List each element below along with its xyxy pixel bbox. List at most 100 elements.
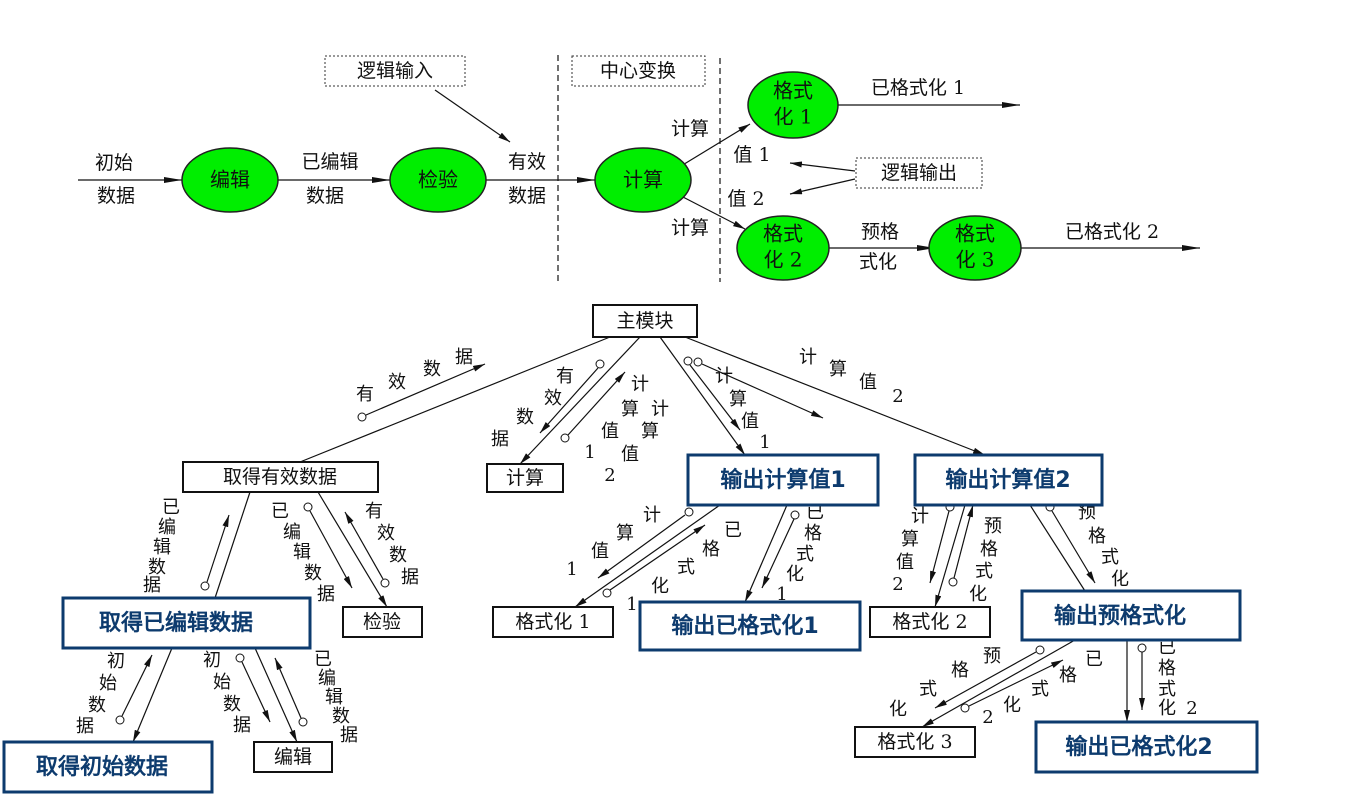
flow-label: 有效 — [508, 151, 546, 173]
call-line — [254, 647, 298, 743]
module-output-value-2 — [913, 453, 1104, 507]
data-flow-diagram: 逻辑输入 中心变换 逻辑输出 编辑 检验 计算 格式 化 1 格式 化 2 格式… — [78, 55, 1200, 282]
flow-label: 已格式化 1 — [871, 77, 965, 99]
flow-label: 值 1 — [733, 144, 770, 166]
data-couple: 有效数据 — [344, 501, 419, 588]
call-line — [659, 336, 746, 456]
module-output-value-1 — [686, 453, 880, 507]
data-couple-label: 有效数据 — [356, 347, 473, 405]
call-line — [299, 336, 611, 463]
call-line — [684, 336, 986, 456]
data-couple-label: 预格式化 — [969, 516, 1002, 605]
flow-label: 初始 — [95, 152, 133, 174]
data-couple-label: 有效数据 — [365, 501, 419, 588]
module-label: 取得初始数据 — [36, 754, 168, 780]
module-edit — [253, 741, 333, 773]
process-check-label: 检验 — [418, 168, 458, 192]
process-format-2 — [736, 215, 830, 281]
module-label: 编辑 — [274, 746, 312, 768]
logic-input-label: 逻辑输入 — [357, 60, 433, 82]
data-couple: 已编辑数据 — [271, 501, 353, 605]
center-transform-box — [571, 55, 706, 87]
module-label: 格式化 3 — [877, 731, 952, 753]
flow-label: 预格 — [861, 221, 899, 243]
data-couple: 有效数据 — [356, 347, 486, 422]
process-edit — [181, 147, 279, 213]
process-calc-label: 计算 — [623, 168, 663, 192]
data-couple: 预格式化 — [1045, 502, 1129, 590]
flow-label: 计算 — [671, 118, 709, 140]
process-format-1-label: 格式 — [773, 79, 813, 103]
logic-output-box — [855, 157, 983, 189]
module-label: 检验 — [363, 611, 401, 633]
process-format-2-label: 格式 — [763, 222, 803, 246]
module-label: 格式化 2 — [892, 611, 967, 633]
call-line — [744, 504, 788, 603]
data-couple-label: 初始数据 — [203, 650, 251, 736]
module-calc — [486, 463, 564, 493]
data-couple: 已编辑数据 — [274, 649, 358, 746]
call-line — [214, 491, 251, 599]
module-label: 输出已格式化2 — [1065, 734, 1212, 760]
logic-output-label: 逻辑输出 — [881, 162, 957, 184]
data-couple: 预格式化 — [889, 645, 1045, 720]
data-couple: 有效数据 — [491, 359, 605, 450]
call-line — [1029, 504, 1086, 592]
module-format-1 — [492, 606, 614, 638]
module-label: 输出预格式化 — [1054, 603, 1186, 629]
module-label: 输出已格式化1 — [671, 613, 818, 639]
call-line — [132, 647, 173, 743]
module-label: 取得有效数据 — [223, 466, 337, 488]
data-couple-label: 预格式化 — [889, 646, 1001, 720]
data-couple: 计算值1 — [683, 356, 771, 453]
call-line — [574, 504, 721, 608]
process-calc — [594, 147, 692, 213]
data-couple-label: 初始数据 — [76, 651, 125, 737]
data-couple: 初始数据 — [76, 651, 153, 737]
module-label: 输出计算值2 — [945, 467, 1070, 493]
process-format-1 — [747, 71, 839, 139]
data-couple-label: 已编辑数据 — [143, 497, 180, 596]
module-check — [342, 606, 423, 638]
flow-label: 数据 — [97, 185, 135, 207]
data-couple-label: 已编辑数据 — [271, 501, 335, 605]
process-check — [389, 147, 487, 213]
module-get-edited-data — [61, 596, 312, 650]
module-label: 格式化 1 — [515, 611, 590, 633]
data-couple-label: 有效数据 — [491, 366, 574, 450]
logic-output-pointer — [789, 178, 856, 195]
logic-input-pointer — [434, 89, 511, 143]
data-couple-label: 计算值1 — [715, 366, 771, 453]
center-transform-label: 中心变换 — [600, 60, 676, 82]
process-format-3 — [928, 215, 1022, 281]
flow-calc-value-1 — [680, 123, 751, 167]
call-line — [934, 504, 966, 608]
module-format-2 — [869, 606, 991, 638]
module-output-preformat — [1020, 589, 1242, 642]
data-couple: 预格式化 — [948, 504, 1002, 605]
call-line — [921, 639, 1076, 728]
process-format-3-label: 格式 — [955, 222, 995, 246]
call-line — [519, 336, 641, 465]
logic-input-box — [324, 55, 466, 87]
data-couple-label: 预格式化 — [1078, 502, 1129, 590]
module-format-3 — [854, 726, 976, 758]
call-line — [317, 491, 388, 608]
data-couple-label: 已编辑数据 — [314, 649, 358, 746]
module-get-valid-data — [182, 461, 379, 493]
process-edit-label: 编辑 — [210, 168, 250, 192]
module-main — [592, 304, 698, 338]
